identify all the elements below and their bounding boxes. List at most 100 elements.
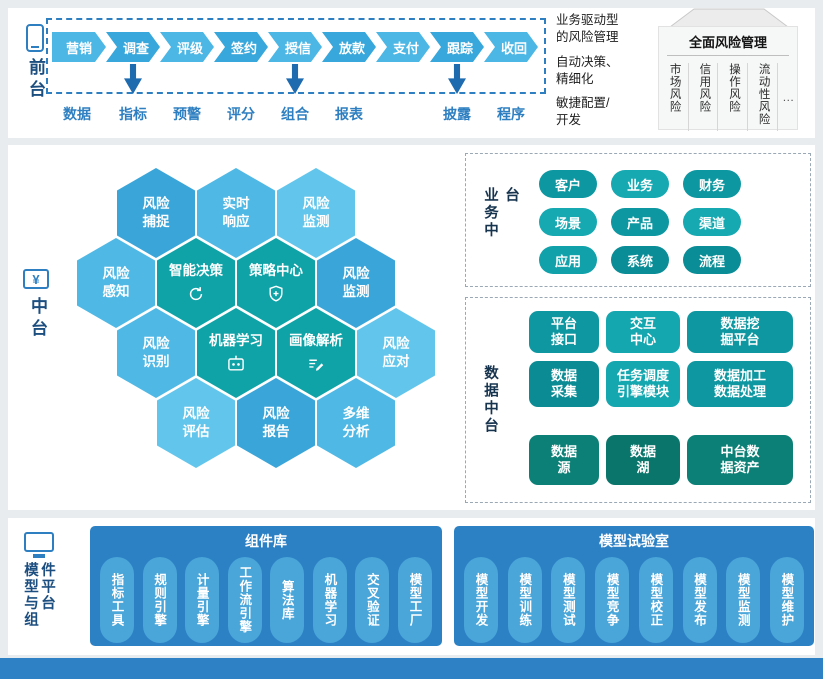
model-lab-items: 模型开发 模型训练 模型测试 模型竞争 模型校正 模型发布 模型监测 模型维护 (454, 551, 814, 643)
business-item-scenario[interactable]: 场景 (539, 208, 597, 236)
output-program[interactable]: 程序 (497, 106, 525, 122)
hex-smart-decision[interactable]: 智能决策 (157, 238, 235, 328)
model-training[interactable]: 模型训练 (507, 557, 542, 643)
data-item-label: 湖 (636, 460, 650, 475)
refresh-icon (189, 286, 203, 300)
hex-machine-learning[interactable]: 机器学习 (197, 308, 275, 398)
hex-profile-analysis[interactable]: 画像解析 (277, 308, 355, 398)
business-item-customer[interactable]: 客户 (539, 170, 597, 198)
business-item-product[interactable]: 产品 (611, 208, 669, 236)
model-maintain[interactable]: 模型维护 (769, 557, 804, 643)
data-item-interaction-center[interactable]: 交互 中心 (606, 311, 680, 353)
risk-type-operation: 操作风险 (721, 63, 748, 131)
risk-type-columns: 市场风险 信用风险 操作风险 流动性风险 … (659, 56, 797, 131)
hex-risk-capture[interactable]: 风险 捕捉 (117, 168, 195, 258)
hex-label: 风险 (342, 266, 370, 282)
data-item-label: 引擎模块 (616, 384, 669, 399)
shield-icon (269, 285, 283, 302)
component-cross-validation[interactable]: 交叉验证 (355, 557, 390, 643)
hex-risk-monitoring-1[interactable]: 风险 监测 (277, 168, 355, 258)
model-testing[interactable]: 模型测试 (551, 557, 586, 643)
footer-strip (0, 658, 823, 679)
model-release[interactable]: 模型发布 (682, 557, 717, 643)
process-step-tracking[interactable]: 跟踪 (430, 32, 484, 62)
model-develop[interactable]: 模型开发 (464, 557, 498, 643)
process-step-rating[interactable]: 评级 (160, 32, 214, 62)
note-auto-decision: 自动决策、 精细化 (556, 54, 656, 88)
middle-office-section: ¥ 中台 风险 捕捉 实时 响应 风险 监测 风险 感知 智能决策 策略中心 (8, 145, 815, 510)
data-item-label: 中台数 (720, 443, 760, 459)
currency-display-icon: ¥ (23, 269, 49, 289)
hex-risk-report[interactable]: 风险 报告 (237, 378, 315, 468)
data-item-data-collection[interactable]: 数据 采集 (529, 361, 599, 407)
pen-icon (309, 359, 324, 371)
output-scoring[interactable]: 评分 (227, 106, 255, 122)
business-item-system[interactable]: 系统 (611, 246, 669, 274)
model-calibrate[interactable]: 模型校正 (638, 557, 673, 643)
hex-label: 风险 (182, 406, 210, 422)
business-item-process[interactable]: 流程 (683, 246, 741, 274)
hex-label: 风险 (302, 196, 330, 212)
hex-risk-identification[interactable]: 风险 识别 (117, 308, 195, 398)
component-workflow-engine[interactable]: 工作流引擎 (227, 557, 262, 643)
output-data[interactable]: 数据 (63, 106, 91, 122)
hex-risk-perception[interactable]: 风险 感知 (77, 238, 155, 328)
output-disclosure[interactable]: 披露 (443, 106, 471, 122)
component-rule-engine[interactable]: 规则引擎 (142, 557, 177, 643)
process-flow-box (46, 18, 546, 94)
risk-type-market: 市场风险 (662, 63, 689, 131)
data-item-label: 采集 (550, 384, 577, 399)
data-item-label: 数据处理 (713, 384, 766, 399)
hex-label: 风险 (382, 336, 410, 352)
process-step-label: 评级 (176, 40, 203, 56)
business-center-grid: 客户 业务 财务 场景 产品 渠道 应用 系统 流程 (539, 170, 741, 274)
output-warning[interactable]: 预警 (173, 106, 201, 122)
component-algorithm-lib[interactable]: 算法库 (270, 557, 305, 643)
component-model-factory[interactable]: 模型工厂 (397, 557, 432, 643)
process-step-payment[interactable]: 支付 (376, 32, 430, 62)
data-item-label: 数据 (629, 443, 656, 459)
hex-strategy-center[interactable]: 策略中心 (237, 238, 315, 328)
process-step-loan-release[interactable]: 放款 (322, 32, 376, 62)
data-item-data-assets[interactable]: 中台数 据资产 (687, 435, 793, 485)
output-indicator[interactable]: 指标 (119, 106, 147, 122)
model-compete[interactable]: 模型竞争 (595, 557, 630, 643)
output-portfolio[interactable]: 组合 (281, 106, 309, 122)
data-item-data-source[interactable]: 数据 源 (529, 435, 599, 485)
business-item-business[interactable]: 业务 (611, 170, 669, 198)
hex-risk-assessment[interactable]: 风险 评估 (157, 378, 235, 468)
process-step-signing[interactable]: 签约 (214, 32, 268, 62)
component-machine-learning[interactable]: 机器学习 (312, 557, 347, 643)
data-item-task-scheduler[interactable]: 任务调度 引擎模块 (606, 361, 680, 407)
hex-label: 画像解析 (289, 333, 343, 349)
output-report[interactable]: 报表 (335, 106, 363, 122)
process-step-credit-granting[interactable]: 授信 (268, 32, 322, 62)
data-item-platform-api[interactable]: 平台 接口 (529, 311, 599, 353)
business-item-channel[interactable]: 渠道 (683, 208, 741, 236)
component-indicator-tools[interactable]: 指标工具 (100, 557, 134, 643)
hex-label: 风险 (102, 266, 130, 282)
process-step-label: 支付 (392, 40, 419, 56)
model-lab-title: 模型试验室 (599, 533, 669, 549)
note-line: 的风险管理 (556, 29, 619, 44)
hex-risk-monitoring-2[interactable]: 风险 监测 (317, 238, 395, 328)
roof-icon (670, 8, 788, 28)
model-monitor[interactable]: 模型监测 (726, 557, 761, 643)
middle-office-label: 中台 (28, 297, 47, 341)
hex-label: 实时 (222, 196, 250, 212)
component-measure-engine[interactable]: 计量引擎 (185, 557, 220, 643)
data-item-mining-platform[interactable]: 数据挖 掘平台 (687, 311, 793, 353)
process-step-investigation[interactable]: 调查 (106, 32, 160, 62)
data-item-data-processing[interactable]: 数据加工 数据处理 (687, 361, 793, 407)
hex-label: 分析 (342, 424, 370, 439)
data-item-data-lake[interactable]: 数据 湖 (606, 435, 680, 485)
business-item-finance[interactable]: 财务 (683, 170, 741, 198)
front-office-label: 前台 (26, 58, 45, 102)
hex-realtime-response[interactable]: 实时 响应 (197, 168, 275, 258)
data-item-label: 数据 (550, 443, 577, 459)
process-step-recovery[interactable]: 收回 (484, 32, 538, 62)
process-step-marketing[interactable]: 营销 (52, 32, 106, 62)
hex-risk-response[interactable]: 风险 应对 (357, 308, 435, 398)
business-item-application[interactable]: 应用 (539, 246, 597, 274)
hex-multidim-analysis[interactable]: 多维 分析 (317, 378, 395, 468)
